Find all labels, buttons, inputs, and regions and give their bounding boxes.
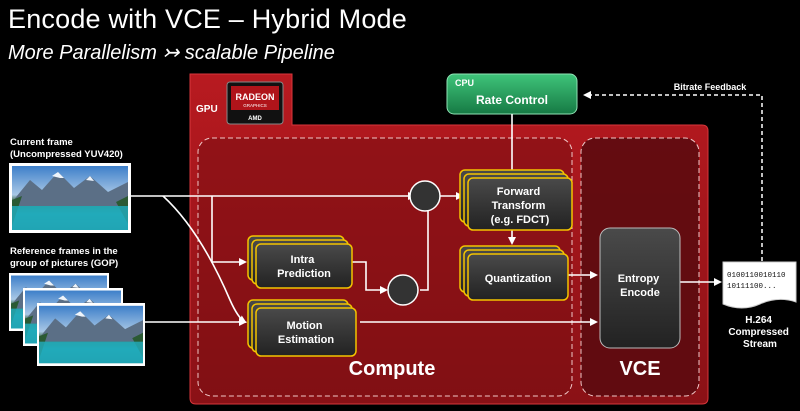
compute-label: Compute (349, 358, 436, 380)
cpu-label: CPU (455, 78, 474, 88)
output-label: H.264 Compressed Stream (728, 315, 791, 350)
svg-text:Quantization: Quantization (485, 273, 552, 285)
logo-amd-text: AMD (248, 116, 262, 122)
svg-text:Intra Prediction: Intra Prediction (277, 254, 331, 280)
rate-control-label: Rate Control (476, 93, 548, 107)
page-subtitle: More Parallelism ↣ scalable Pipeline (8, 42, 335, 64)
quantization-block: Quantization (459, 245, 569, 301)
cpu-rate-control: CPU Rate Control (446, 73, 578, 115)
intra-prediction-block: Intra Prediction (247, 235, 353, 289)
forward-transform-block: Forward Transform (e.g. FDCT) (459, 169, 573, 231)
logo-radeon-text: RADEON (235, 92, 274, 102)
reference-frames-stack (9, 273, 145, 366)
bitrate-feedback-line (583, 91, 763, 282)
logo-graphics-text: GRAPHICS (243, 103, 267, 108)
gpu-label: GPU (196, 104, 218, 115)
sum-node-upper (409, 180, 441, 212)
current-frame-image (9, 163, 131, 233)
radeon-logo: RADEON GRAPHICS AMD (226, 81, 284, 125)
vce-label: VCE (619, 358, 660, 380)
entropy-encode-block: Entropy Encode (599, 227, 681, 349)
connectors (131, 114, 722, 326)
sum-node-lower (387, 274, 419, 306)
svg-text:Motion Estimation: Motion Estimation (278, 320, 335, 346)
svg-text:0100110010110 10111100..: 0100110010110 10111100... (727, 272, 790, 291)
reference-frames-label: Reference frames in the group of picture… (10, 246, 120, 269)
svg-text:Entropy Encode: Entropy Encode (618, 273, 663, 299)
page-title: Encode with VCE – Hybrid Mode (8, 4, 407, 34)
svg-text:Forward Transform: Forward Transform (e.g. FDCT) (491, 186, 550, 226)
bitstream-document: 0100110010110 10111100... (722, 261, 797, 309)
motion-estimation-block: Motion Estimation (247, 299, 357, 357)
current-frame-label: Current frame (Uncompressed YUV420) (10, 137, 123, 160)
bitrate-feedback-label: Bitrate Feedback (674, 82, 748, 92)
